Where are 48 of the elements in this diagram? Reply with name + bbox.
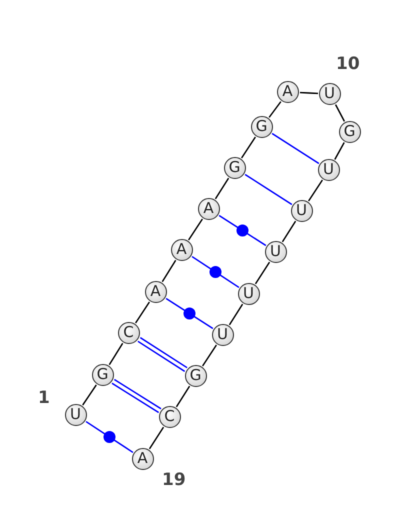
backbone-line	[162, 260, 176, 282]
nucleotide-circle: G	[338, 120, 360, 142]
backbone-line	[202, 344, 217, 366]
nucleotide-circle: G	[184, 364, 206, 386]
backbone-line	[148, 426, 164, 450]
nucleotide-circle: C	[118, 322, 140, 344]
backbone-line	[308, 180, 323, 202]
backbone-line	[334, 142, 345, 160]
base-pair-line	[192, 256, 240, 288]
backbone-line	[334, 104, 346, 122]
nucleotide-circle: A	[276, 80, 298, 102]
nucleotide-circle: U	[64, 404, 86, 426]
backbone-line	[241, 136, 256, 158]
nucleotide-circle: A	[198, 198, 220, 220]
base-pair-line	[272, 132, 320, 164]
nucleotide-circle: U	[318, 158, 340, 180]
nucleotide-circle: G	[224, 156, 246, 178]
backbone-line	[135, 302, 150, 324]
nucleotide-circle: U	[290, 200, 312, 222]
nucleotide-circle: C	[158, 406, 180, 428]
backbone-line	[176, 386, 190, 408]
position-number: 10	[336, 54, 360, 74]
base-pair-line	[244, 174, 292, 206]
nucleotide-circle: G	[250, 116, 272, 138]
position-number: 19	[162, 470, 186, 490]
backbone-line	[108, 342, 124, 366]
base-pair-line	[86, 421, 134, 453]
backbone-line	[214, 178, 230, 200]
backbone-line	[268, 101, 282, 118]
nucleotide-circle: A	[170, 238, 192, 260]
backbone-line	[254, 262, 270, 284]
base-pair-line	[166, 298, 214, 330]
backbone-line	[82, 384, 97, 406]
backbone-line	[228, 304, 244, 326]
nucleotide-circle: U	[264, 240, 286, 262]
nucleotide-circle: U	[238, 282, 260, 304]
base-pair-line	[218, 214, 266, 246]
nucleotide-circle: G	[92, 364, 114, 386]
nucleotide-circle: U	[212, 324, 234, 346]
nucleotide-circle: A	[144, 280, 166, 302]
base-pair-line	[111, 378, 162, 414]
backbone-line	[300, 92, 318, 94]
position-number: 1	[38, 388, 50, 408]
base-pair-line	[137, 336, 188, 372]
backbone-line	[282, 220, 296, 242]
backbone-line	[188, 218, 203, 240]
nucleotide-circle: U	[318, 82, 340, 104]
nucleotide-circle: A	[132, 448, 154, 470]
